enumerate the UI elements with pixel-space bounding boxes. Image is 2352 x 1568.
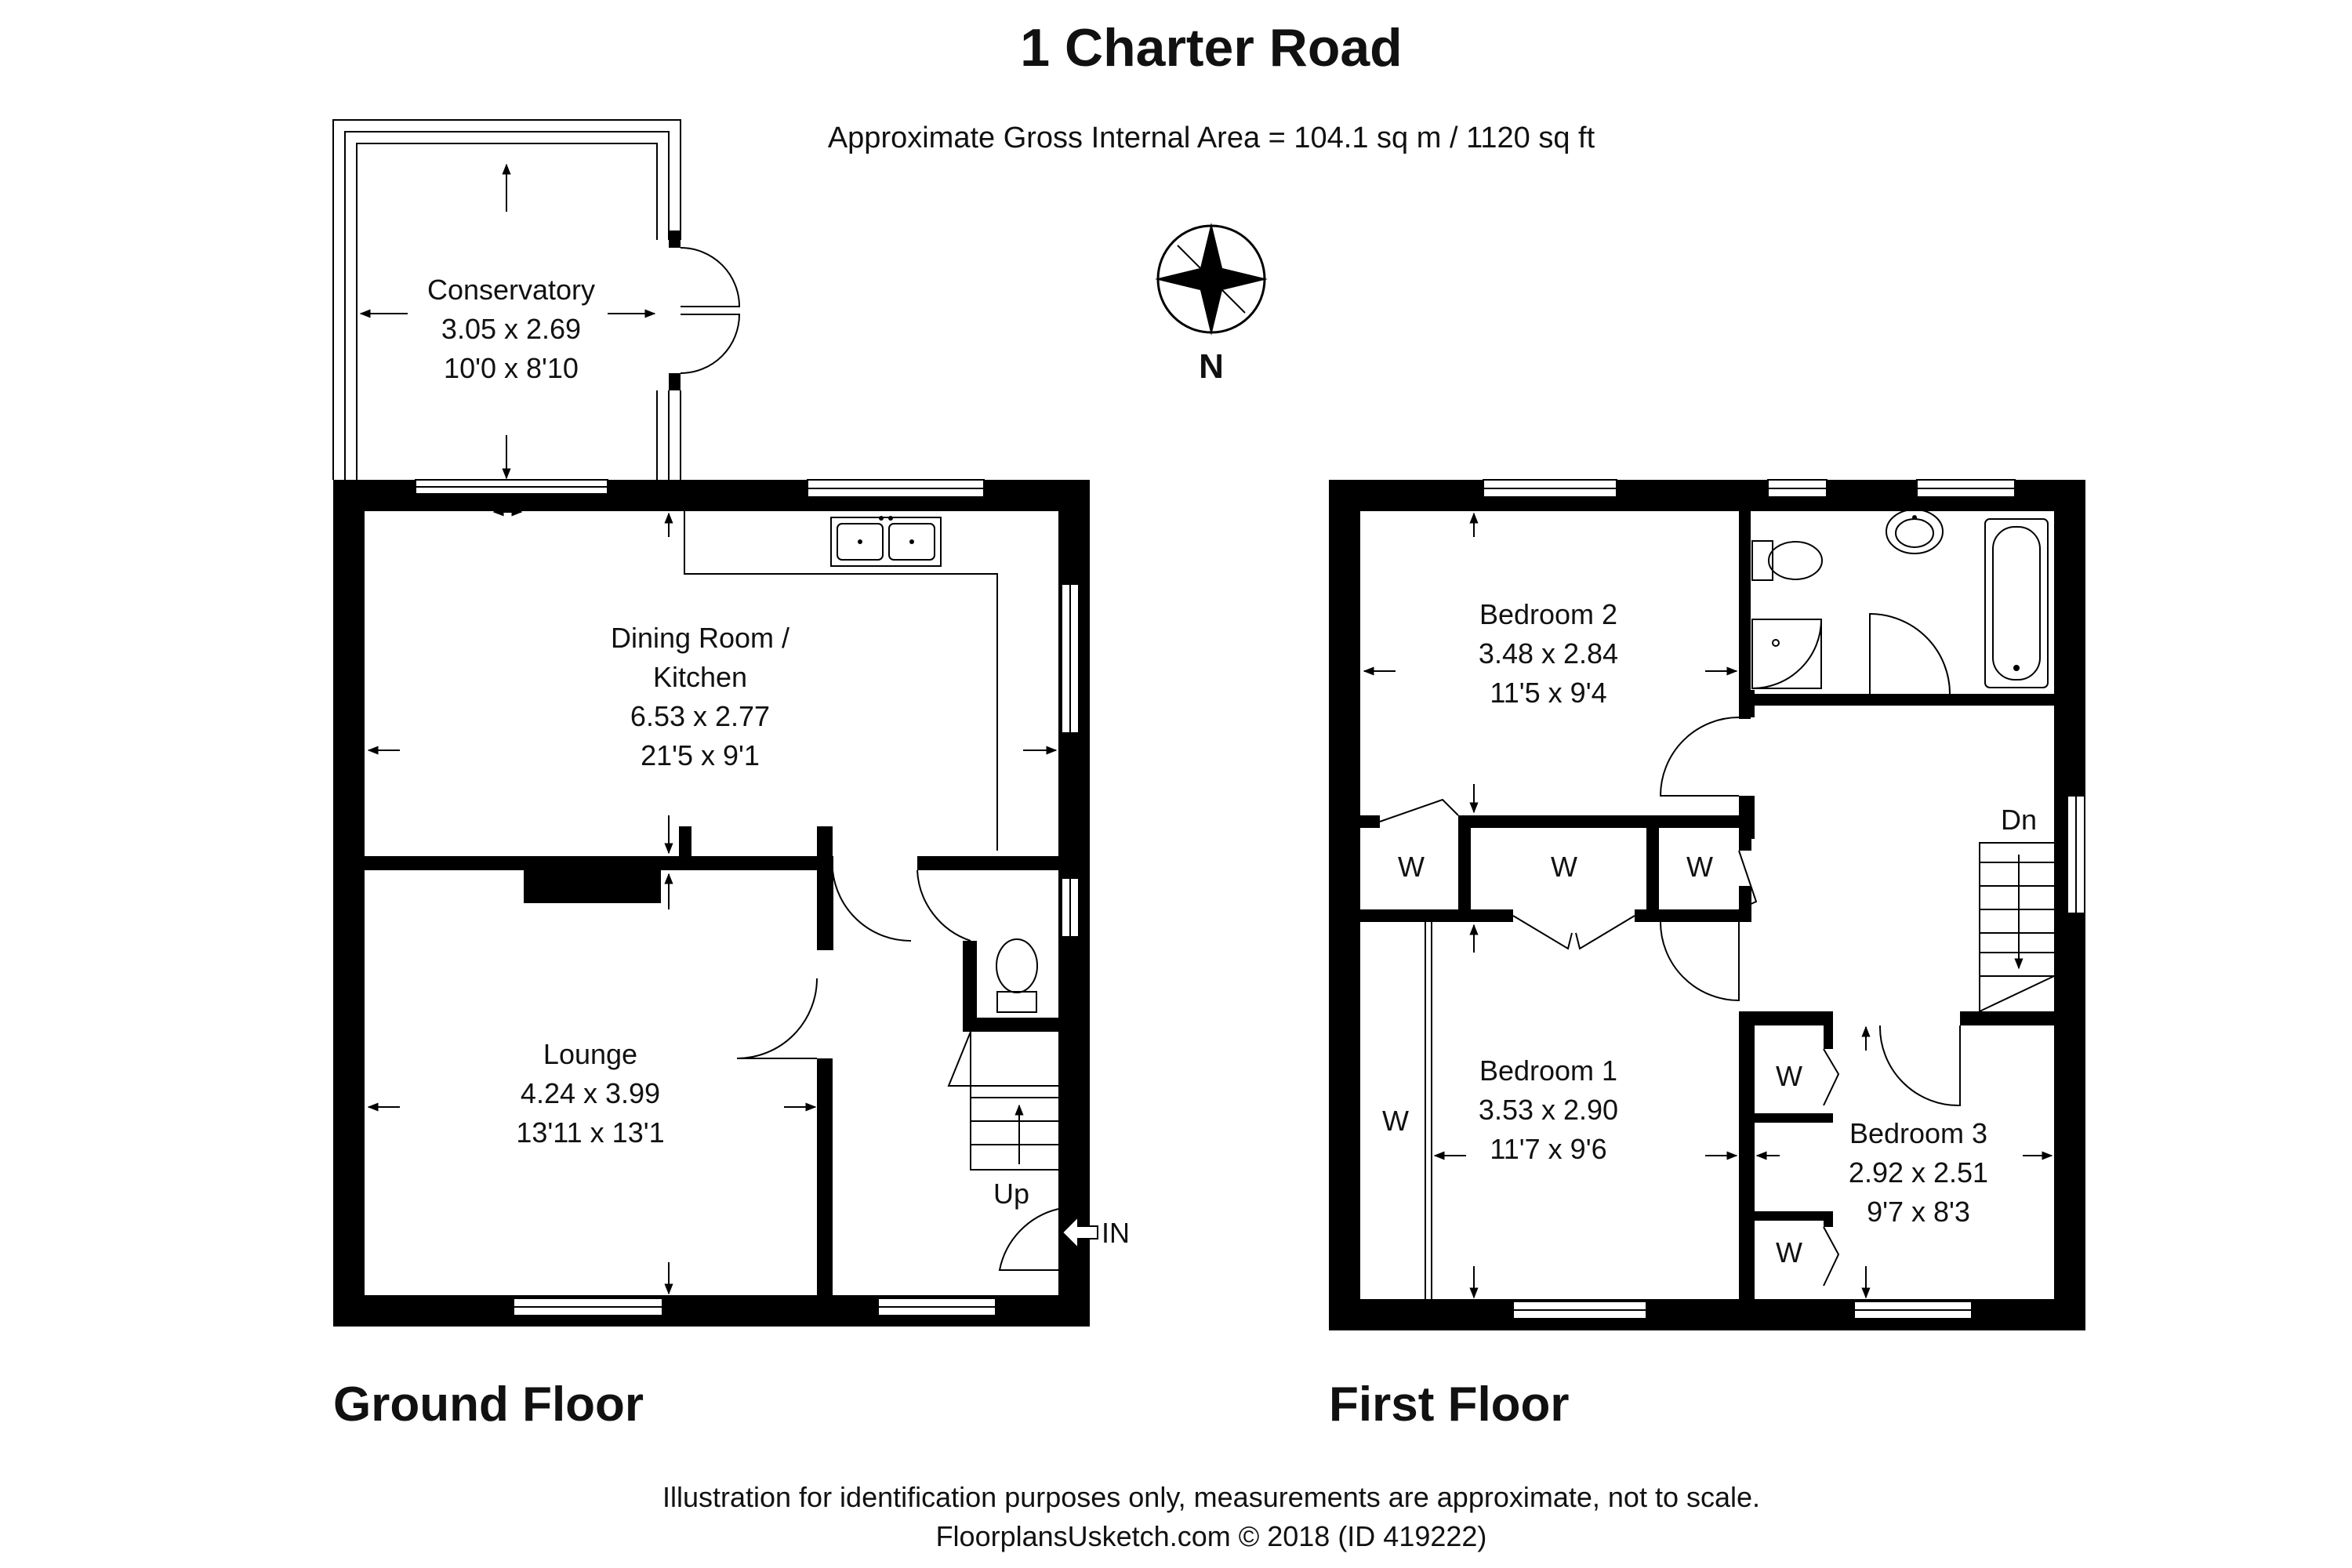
ground-stairs-up-label: Up [993, 1178, 1029, 1210]
bedroom2-door [1659, 717, 1740, 797]
svg-text:9'7 x 8'3: 9'7 x 8'3 [1867, 1196, 1970, 1228]
svg-text:21'5 x 9'1: 21'5 x 9'1 [641, 739, 760, 771]
first-floor-label: First Floor [1329, 1377, 1570, 1432]
sink-icon [830, 516, 942, 567]
conservatory-label: Conservatory 3.05 x 2.69 10'0 x 8'10 [427, 274, 595, 384]
plan-title: 1 Charter Road [1020, 18, 1402, 78]
basin-icon [1886, 509, 1944, 554]
bedroom3-label: Bedroom 3 2.92 x 2.51 9'7 x 8'3 [1849, 1117, 1988, 1228]
wc-wall-bottom [963, 1018, 1058, 1032]
lounge-door [736, 978, 818, 1059]
wardrobe-label-3: W [1686, 851, 1713, 883]
bedroom3-door [1878, 1025, 1961, 1107]
kitchen-worktop [684, 511, 998, 851]
svg-text:Bedroom 2: Bedroom 2 [1479, 598, 1617, 630]
bathroom-wall-west [1739, 511, 1751, 706]
wc-toilet-icon [996, 938, 1038, 1013]
wardrobe-label-4: W [1382, 1105, 1409, 1137]
entrance-arrow-icon [1061, 1214, 1098, 1250]
toilet-icon [1751, 540, 1823, 581]
dining-door [832, 869, 912, 950]
wc-door [916, 869, 971, 942]
svg-text:Kitchen: Kitchen [653, 661, 747, 693]
ground-floor-plan: Up IN Conservatory 3.05 x 2.69 10'0 x 8'… [332, 119, 1130, 1327]
bedroom1-wall-east [1739, 1011, 1755, 1299]
bedroom1-door [1660, 921, 1740, 1002]
svg-text:Bedroom 3: Bedroom 3 [1849, 1117, 1987, 1149]
wardrobe-label-5: W [1776, 1060, 1802, 1092]
disclaimer-text: Illustration for identification purposes… [662, 1481, 1760, 1513]
first-wall-west [1329, 480, 1360, 1330]
compass-north-label: N [1199, 347, 1224, 386]
shower-icon [1751, 619, 1823, 690]
bedroom1-label: Bedroom 1 3.53 x 2.90 11'7 x 9'6 [1479, 1054, 1618, 1165]
svg-text:3.05 x 2.69: 3.05 x 2.69 [441, 313, 581, 345]
svg-text:Dining Room /: Dining Room / [611, 622, 789, 654]
svg-text:11'5 x 9'4: 11'5 x 9'4 [1490, 677, 1606, 709]
first-stairs [1979, 842, 2058, 1012]
wc-wall-west [963, 941, 977, 1029]
compass-rose-icon [1155, 223, 1268, 336]
ground-wall-hall-west [817, 826, 833, 862]
bathroom-door [1869, 612, 1951, 695]
wc-wall-top [917, 856, 1058, 870]
svg-text:4.24 x 3.99: 4.24 x 3.99 [521, 1077, 660, 1109]
bath-icon [1984, 518, 2049, 688]
bedroom3-wall-north [1739, 1011, 1833, 1025]
wardrobe-label-1: W [1398, 851, 1425, 883]
front-door [998, 1208, 1059, 1271]
svg-text:Conservatory: Conservatory [427, 274, 595, 306]
credit-text: FloorplansUsketch.com © 2018 (ID 419222) [936, 1520, 1487, 1552]
first-stairs-down-label: Dn [2001, 804, 2037, 836]
svg-text:6.53 x 2.77: 6.53 x 2.77 [630, 700, 770, 732]
first-floor-plan: W W W W W W [1329, 479, 2085, 1330]
svg-text:3.48 x 2.84: 3.48 x 2.84 [1479, 637, 1618, 670]
bedroom2-wall-east [1739, 690, 1755, 717]
svg-text:3.53 x 2.90: 3.53 x 2.90 [1479, 1094, 1618, 1126]
gross-area-text: Approximate Gross Internal Area = 104.1 … [828, 122, 1595, 154]
lounge-label: Lounge 4.24 x 3.99 13'11 x 13'1 [516, 1038, 664, 1149]
svg-text:2.92 x 2.51: 2.92 x 2.51 [1849, 1156, 1988, 1189]
svg-text:10'0 x 8'10: 10'0 x 8'10 [444, 352, 579, 384]
svg-text:Bedroom 1: Bedroom 1 [1479, 1054, 1617, 1087]
ground-stairs [947, 1031, 1058, 1171]
entrance-label: IN [1102, 1217, 1130, 1249]
wardrobe-row-top [1360, 815, 1380, 828]
svg-text:13'11 x 13'1: 13'11 x 13'1 [516, 1116, 664, 1149]
ground-floor-label: Ground Floor [333, 1377, 644, 1432]
wardrobe-label-2: W [1551, 851, 1577, 883]
wardrobe-label-6: W [1776, 1236, 1802, 1269]
svg-text:11'7 x 9'6: 11'7 x 9'6 [1490, 1133, 1606, 1165]
dining-kitchen-label: Dining Room / Kitchen 6.53 x 2.77 21'5 x… [611, 622, 789, 771]
bathroom-wall-south [1739, 694, 2054, 706]
svg-text:Lounge: Lounge [543, 1038, 637, 1070]
wardrobe-row-bottom [1360, 909, 1513, 922]
chimney-breast [524, 856, 661, 903]
conservatory-frame [332, 119, 741, 480]
ground-wall-west [333, 480, 365, 1327]
bedroom2-label: Bedroom 2 3.48 x 2.84 11'5 x 9'4 [1479, 598, 1618, 709]
